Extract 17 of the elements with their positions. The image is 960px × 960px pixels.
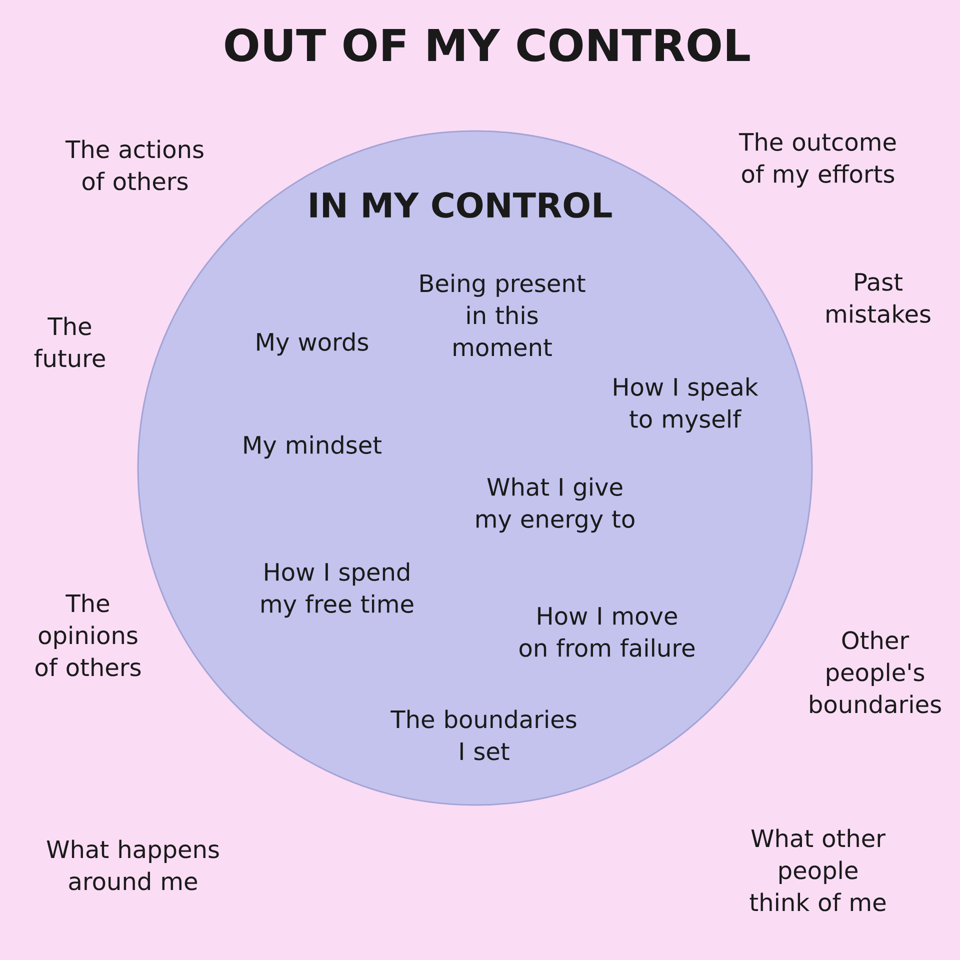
label-text: What other people think of me [750,828,886,912]
item-text: How I spend my free time [262,562,414,618]
label-text: What happens around me [46,840,219,890]
item-text: How I move on from failure [520,607,695,657]
label-text: The opinions of others [36,594,141,676]
title: OUT OF MY CONTROL [225,28,750,62]
item-text: How I speak to myself [614,377,758,433]
heading: IN MY CONTROL [310,192,612,218]
label-text: Other people's boundaries [810,630,941,714]
item-text: Being present in this moment [420,274,586,356]
item-text: My words [257,332,368,356]
item-text: What I give my energy to [476,477,634,533]
label-text: The outcome of my efforts [738,132,896,188]
label-text: The actions of others [65,140,204,190]
item-text: My mindset [244,435,382,459]
item-text: The boundaries I set [390,710,576,760]
label-text: The future [34,316,105,368]
